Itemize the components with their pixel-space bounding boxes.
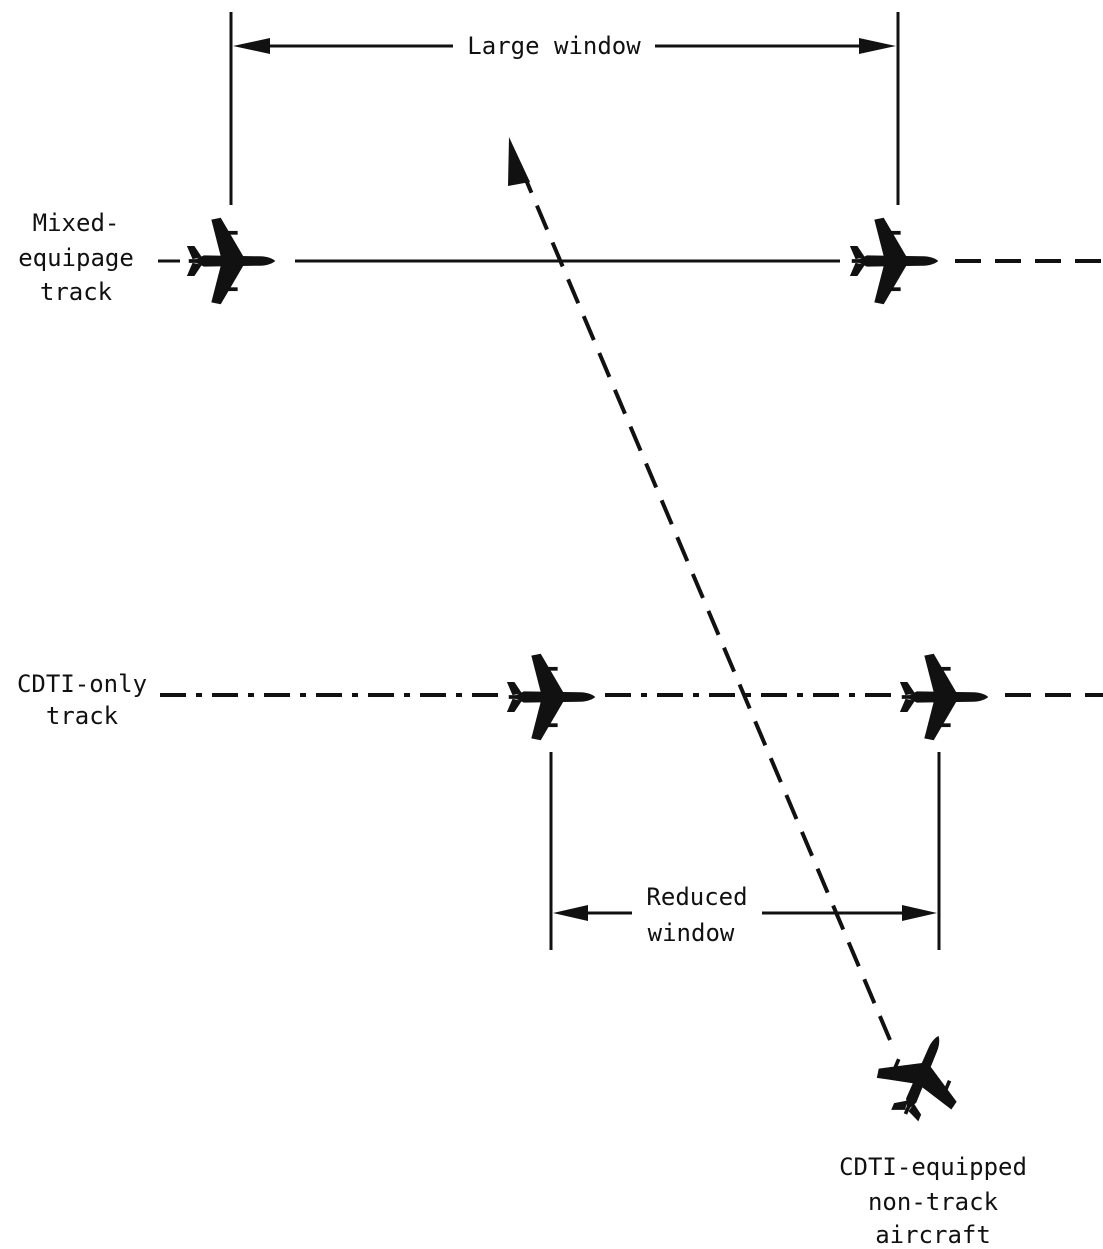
arrowhead-icon <box>508 137 530 186</box>
large-window-label: Large window <box>467 32 641 60</box>
mixed-track-label-1: Mixed- <box>33 209 120 237</box>
airplane-icon <box>186 217 276 305</box>
arrowhead-icon <box>859 38 896 54</box>
reduced-window-label-1: Reduced <box>646 883 747 911</box>
cdti-track-label-2: track <box>46 702 119 730</box>
mixed-track-label-2: equipage <box>18 244 134 272</box>
cdti-only-track: CDTI-only track <box>17 653 1103 741</box>
mixed-equipage-track: Mixed- equipage track <box>18 209 1103 306</box>
nontrack-label-1: CDTI-equipped <box>839 1153 1027 1181</box>
nontrack-label-2: non-track <box>868 1188 999 1216</box>
airplane-icon <box>865 1019 978 1133</box>
reduced-window-label-2: window <box>648 919 735 947</box>
airplane-icon <box>849 217 939 305</box>
large-window-dimension: Large window <box>229 12 900 205</box>
airplane-icon <box>506 653 596 741</box>
cdti-track-label-1: CDTI-only <box>17 670 147 698</box>
mixed-track-label-3: track <box>40 278 113 306</box>
arrowhead-icon <box>553 905 588 921</box>
airplane-icon <box>899 653 989 741</box>
crossing-trajectory <box>508 137 892 1041</box>
reduced-window-dimension: Reduced window <box>549 752 941 950</box>
arrowhead-icon <box>233 38 270 54</box>
arrowhead-icon <box>902 905 937 921</box>
non-track-aircraft: CDTI-equipped non-track aircraft <box>839 1019 1027 1249</box>
nontrack-label-3: aircraft <box>875 1221 991 1249</box>
